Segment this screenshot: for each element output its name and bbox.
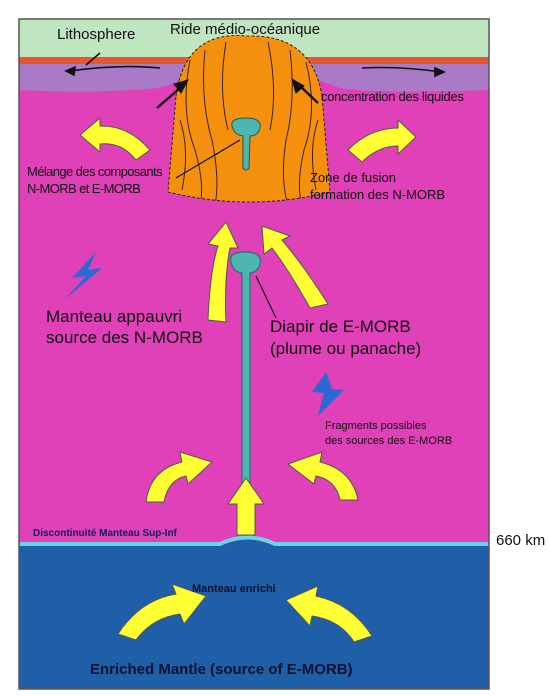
- concentration-arrows: [156, 77, 319, 109]
- melt-zone-label-1: Zone de fusion: [310, 170, 397, 185]
- lower-mantle: [19, 539, 489, 689]
- liquids-label: concentration des liquides: [321, 89, 464, 104]
- mixing-label-2: N-MORB et E-MORB: [27, 181, 141, 196]
- enriched-mantle-en-label: Enriched Mantle (source of E-MORB): [90, 661, 353, 678]
- discontinuity-label: Discontinuité Manteau Sup-Inf: [33, 528, 177, 539]
- lightning-icon: [312, 372, 344, 416]
- lightning-icon: [64, 252, 102, 300]
- diapir-pointer: [255, 275, 277, 319]
- fragments-label-1: Fragments possibles: [325, 420, 427, 432]
- depleted-mantle-label-1: Manteau appauvri: [46, 307, 183, 326]
- diapir-plume: [229, 251, 262, 536]
- convection-arrows: [79, 116, 417, 643]
- spreading-arrows: [64, 52, 446, 78]
- fragments-label-2: des sources des E-MORB: [325, 435, 453, 447]
- diapir-label-1: Diapir de E-MORB: [270, 317, 411, 336]
- melt-plume-blob: [231, 117, 261, 171]
- enriched-mantle-fr-label: Manteau enrichi: [192, 583, 276, 595]
- mixing-pointer: [175, 139, 241, 179]
- diapir-label-2: (plume ou panache): [270, 339, 422, 358]
- depth-label: 660 km: [496, 532, 546, 549]
- depleted-mantle-label-2: source des N-MORB: [46, 328, 203, 347]
- ridge-label: Ride médio-océanique: [170, 21, 321, 38]
- discontinuity-line: [19, 535, 489, 546]
- liquid-layer: [19, 64, 489, 92]
- melt-zone-label-2: formation des N-MORB: [310, 187, 446, 202]
- diagram-frame: [18, 18, 490, 690]
- mixing-label-1: Mélange des composants: [27, 164, 163, 179]
- lithosphere-label: Lithosphere: [57, 26, 136, 43]
